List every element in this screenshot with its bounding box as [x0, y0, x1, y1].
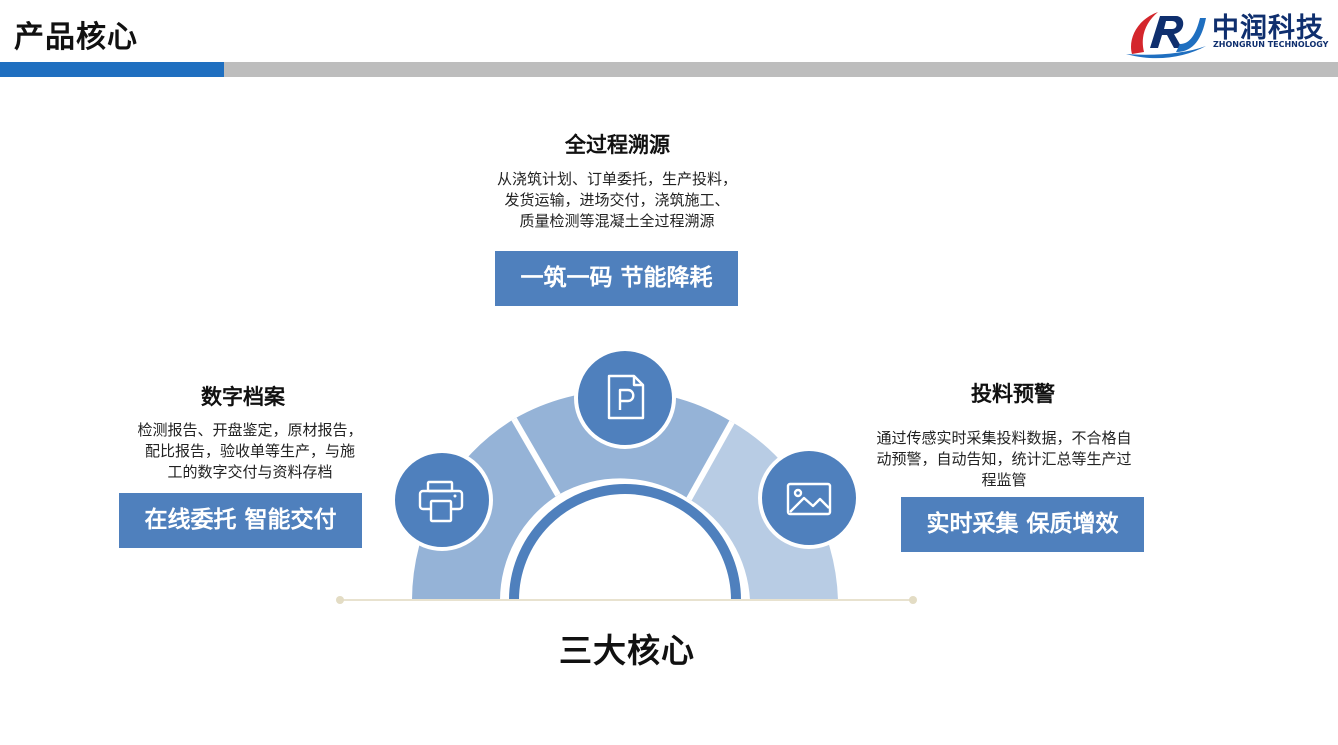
left-desc-line-2: 配比报告，验收单等生产，与施	[144, 442, 355, 460]
document-p-icon	[607, 374, 645, 420]
arc-separator-left	[511, 417, 561, 497]
right-desc-line-2: 动预警，自动告知，统计汇总等生产过	[876, 450, 1132, 468]
company-logo: 中润科技 ZHONGRUN TECHNOLOGY	[1124, 4, 1336, 60]
left-desc-line-3: 工的数字交付与资料存档	[167, 463, 333, 481]
logo-mark-icon	[1126, 12, 1206, 59]
baseline-dot-left	[336, 596, 344, 604]
right-section-title: 投料预警	[971, 382, 1055, 406]
top-desc-line-2: 发货运输，进场交付，浇筑施工、	[504, 191, 730, 209]
top-section-tag: 一筑一码 节能降耗	[495, 251, 738, 306]
header-accent-bar	[0, 62, 224, 77]
top-section-description: 从浇筑计划、订单委托，生产投料， 发货运输，进场交付，浇筑施工、 质量检测等混凝…	[462, 169, 772, 232]
logo-name-en: ZHONGRUN TECHNOLOGY	[1213, 40, 1329, 49]
left-icon-circle	[391, 449, 493, 551]
right-section-description: 通过传感实时采集投料数据，不合格自 动预警，自动告知，统计汇总等生产过 程监管	[852, 428, 1156, 491]
arc-separator-right	[686, 420, 735, 501]
right-icon-circle	[758, 447, 860, 549]
top-desc-line-3: 质量检测等混凝土全过程溯源	[519, 212, 715, 230]
left-section-tag: 在线委托 智能交付	[119, 493, 362, 548]
top-desc-line-1: 从浇筑计划、订单委托，生产投料，	[496, 170, 737, 188]
image-icon	[786, 482, 832, 516]
left-section-description: 检测报告、开盘鉴定，原材报告， 配比报告，验收单等生产，与施 工的数字交付与资料…	[112, 420, 388, 483]
top-icon-circle	[574, 347, 676, 449]
baseline-dot-right	[909, 596, 917, 604]
left-section-title: 数字档案	[201, 385, 285, 409]
logo-name-cn: 中润科技	[1212, 13, 1324, 44]
header-divider-bar	[224, 62, 1338, 77]
page-title: 产品核心	[14, 20, 138, 55]
inner-arc	[509, 484, 741, 601]
top-section-title: 全过程溯源	[565, 133, 670, 157]
left-desc-line-1: 检测报告、开盘鉴定，原材报告，	[137, 421, 363, 439]
printer-icon	[418, 480, 464, 523]
center-title: 三大核心	[559, 631, 695, 670]
right-desc-line-3: 程监管	[981, 471, 1027, 489]
right-section-tag: 实时采集 保质增效	[901, 497, 1144, 552]
right-desc-line-1: 通过传感实时采集投料数据，不合格自	[876, 429, 1132, 447]
